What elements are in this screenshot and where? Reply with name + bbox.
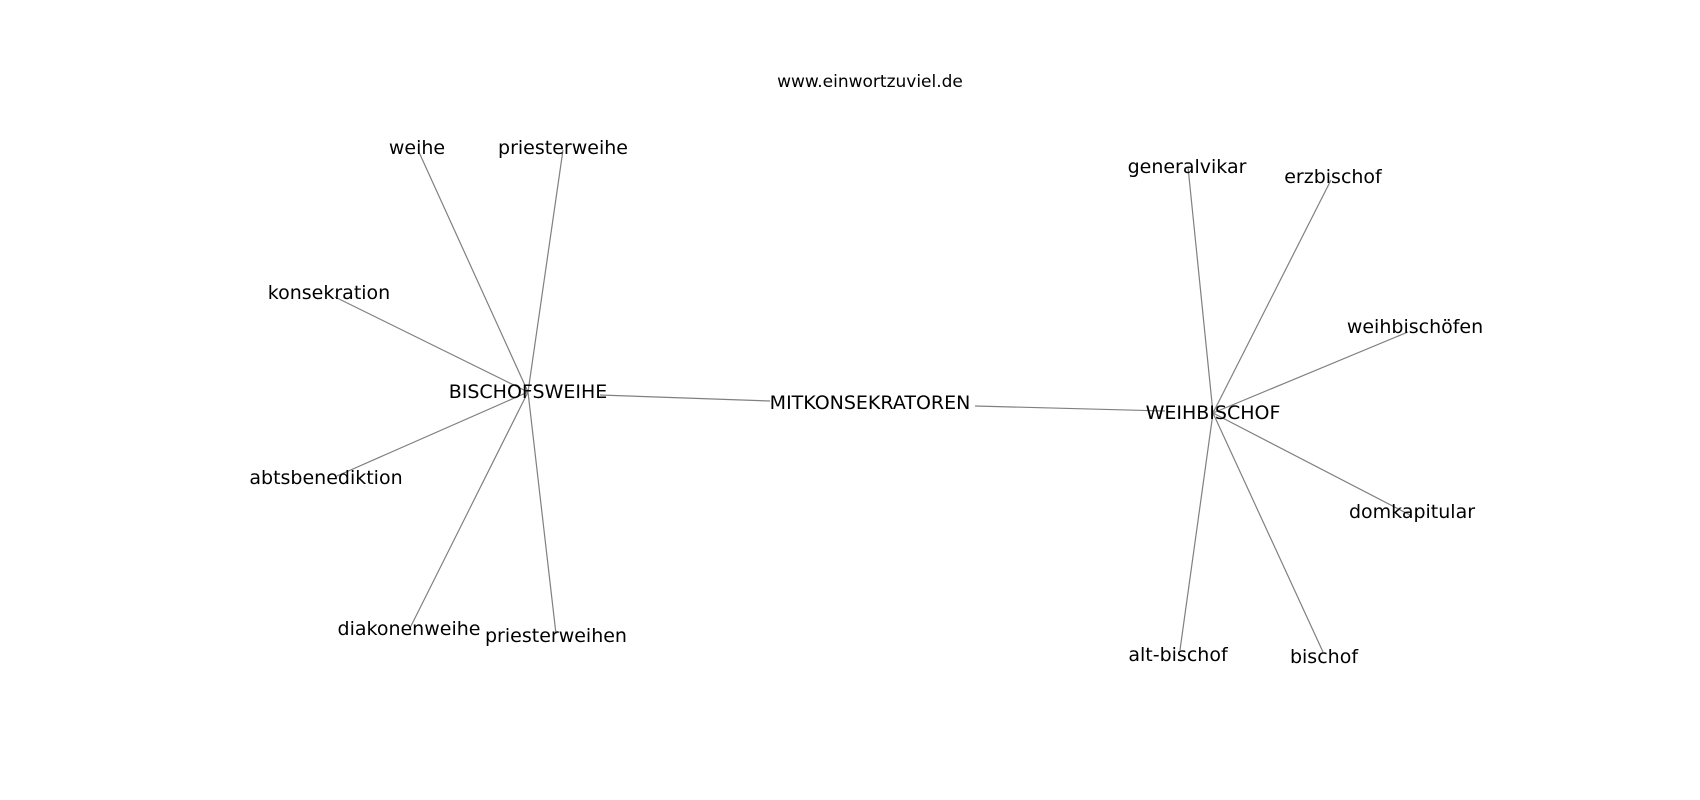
- edge-weihbischof-generalvikar: [1187, 166, 1214, 414]
- edge-mitkonsekratoren-weihbischof: [974, 405, 1166, 412]
- edge-bischofsweihe-abtsbenediktion: [336, 391, 529, 477]
- edge-weihbischof-erzbischof: [1212, 179, 1332, 414]
- edge-bischofsweihe-konsekration: [334, 296, 529, 393]
- node-label-erzbischof: erzbischof: [1284, 166, 1383, 188]
- node-label-weihbischoefen: weihbischöfen: [1347, 316, 1483, 338]
- edge-bischofsweihe-weihe: [417, 149, 529, 393]
- chart-title: www.einwortzuviel.de: [777, 72, 963, 92]
- node-label-priesterweihe: priesterweihe: [498, 137, 628, 159]
- node-label-bischof: bischof: [1290, 646, 1359, 668]
- edge-layer: [334, 149, 1411, 653]
- edge-weihbischof-weihbischoefen: [1212, 331, 1409, 414]
- edge-bischofsweihe-priesterweihen: [527, 391, 557, 635]
- node-label-domkapitular: domkapitular: [1349, 501, 1475, 523]
- node-label-bischofsweihe: BISCHOFSWEIHE: [449, 381, 608, 403]
- edge-bischofsweihe-diakonenweihe: [409, 391, 529, 629]
- edge-weihbischof-domkapitular: [1212, 412, 1411, 516]
- node-label-konsekration: konsekration: [268, 282, 390, 304]
- edge-bischofsweihe-priesterweihe: [527, 149, 564, 393]
- node-label-mitkonsekratoren: MITKONSEKRATOREN: [770, 392, 971, 414]
- node-label-weihe: weihe: [389, 137, 445, 159]
- node-label-weihbischof: WEIHBISCHOF: [1146, 402, 1281, 424]
- label-layer: MITKONSEKRATOREN BISCHOFSWEIHE WEIHBISCHOF…: [249, 137, 1483, 668]
- node-label-alt-bischof: alt-bischof: [1128, 644, 1229, 666]
- node-label-priesterweihen: priesterweihen: [485, 625, 627, 647]
- edge-weihbischof-alt-bischof: [1179, 412, 1214, 651]
- node-label-abtsbenediktion: abtsbenediktion: [249, 467, 402, 489]
- node-label-diakonenweihe: diakonenweihe: [338, 618, 481, 640]
- edge-weihbischof-bischof: [1212, 412, 1324, 653]
- node-label-generalvikar: generalvikar: [1128, 156, 1247, 178]
- edge-bischofsweihe-mitkonsekratoren: [599, 394, 771, 402]
